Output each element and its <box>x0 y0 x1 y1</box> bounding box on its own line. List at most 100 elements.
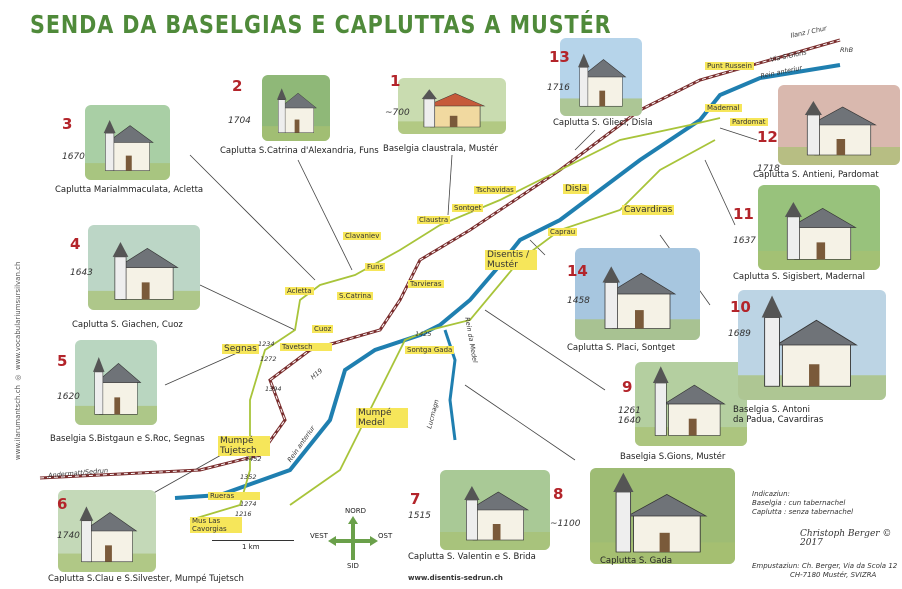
church-number: 7 <box>410 490 421 508</box>
scale-label: 1 km <box>242 543 260 551</box>
church-year: 1740 <box>57 531 80 541</box>
legend: Indicaziun: Baselgia : cun tabernachel C… <box>752 490 853 517</box>
place-label[interactable]: Sontget <box>452 204 484 212</box>
church-icon <box>398 89 506 134</box>
place-label[interactable]: Segnas <box>222 344 259 354</box>
place-label[interactable]: Clavaniev <box>343 232 382 240</box>
church-caption: Caplutta S. Valentin e S. Brida <box>408 552 536 562</box>
church-icon <box>88 242 200 310</box>
compass-rose: NORD SID OST VEST <box>310 507 392 570</box>
church-icon <box>590 472 735 564</box>
church-illustration <box>560 38 642 116</box>
church-number: 13 <box>549 48 570 66</box>
compass-west: VEST <box>310 532 328 540</box>
church-year: ~700 <box>385 108 410 118</box>
church-icon <box>778 101 900 165</box>
church-illustration <box>758 185 880 270</box>
church-year: 1261 1640 <box>618 406 641 426</box>
church-icon <box>440 486 550 550</box>
church-icon <box>635 366 747 446</box>
church-caption: Caplutta S. Placi, Sontget <box>567 343 676 353</box>
church-year: 1637 <box>733 236 756 246</box>
church-icon <box>262 88 330 141</box>
church-year: 1718 <box>757 164 780 174</box>
church-caption: Caplutta S. Antieni, Pardomat <box>753 170 879 180</box>
church-illustration <box>75 340 157 425</box>
place-label[interactable]: Cuoz <box>312 325 334 333</box>
church-caption: Caplutta S. Sigisbert, Madernal <box>733 272 865 282</box>
place-label[interactable]: Madernal <box>705 104 742 112</box>
church-number: 1 <box>390 72 401 90</box>
church-number: 3 <box>62 115 73 133</box>
church-illustration <box>440 470 550 550</box>
church-illustration <box>58 490 156 572</box>
place-label[interactable]: Cavardiras <box>622 205 675 215</box>
church-number: 8 <box>553 485 564 503</box>
place-label[interactable]: Pardomat <box>730 118 768 126</box>
church-number: 4 <box>70 235 81 253</box>
legend-baselgia: Baselgia : cun tabernachel <box>752 499 846 507</box>
church-illustration <box>398 78 506 134</box>
compass-south: SID <box>347 562 359 570</box>
place-label[interactable]: S.Catrina <box>337 292 374 300</box>
church-year: 1704 <box>228 116 251 126</box>
church-illustration <box>738 290 886 400</box>
church-caption: Baselgia S.Bistgaun e S.Roc, Segnas <box>50 434 205 444</box>
publisher-info: Empustaziun: Ch. Berger, Via da Scola 12… <box>752 562 897 580</box>
place-label[interactable]: Acletta <box>285 287 314 295</box>
church-caption: Baselgia S. Antoni da Padua, Cavardiras <box>733 405 824 425</box>
map-annotation: 1216 <box>235 510 252 518</box>
map-annotation: 1452 <box>245 455 262 463</box>
church-illustration <box>85 105 170 180</box>
place-label[interactable]: Tavetsch <box>280 343 332 351</box>
place-label[interactable]: Mumpé Medel <box>356 408 408 428</box>
church-illustration <box>590 468 735 564</box>
publisher-line-2: CH-7180 Mustér, SVIZRA <box>790 571 877 579</box>
church-year: 1670 <box>62 152 85 162</box>
place-label[interactable]: Disla <box>563 184 590 194</box>
place-label[interactable]: Disentis / Mustér <box>485 250 537 270</box>
place-label[interactable]: Claustra <box>417 216 451 224</box>
church-year: 1515 <box>408 511 431 521</box>
church-caption: Caplutta S. Glieci, Disla <box>553 118 653 128</box>
church-caption: Baselgia S.Gions, Mustér <box>620 452 726 462</box>
place-label[interactable]: Mus Las Cavorgias <box>190 517 242 533</box>
legend-title: Indicaziun: <box>752 490 790 498</box>
map-annotation: 1274 <box>240 500 257 508</box>
website-link[interactable]: www.disentis-sedrun.ch <box>408 574 503 582</box>
church-year: 1689 <box>728 329 751 339</box>
church-caption: Caplutta S. Giachen, Cuoz <box>72 320 183 330</box>
map-annotation: 1272 <box>260 355 277 363</box>
map-title: SENDA DA BASELGIAS E CAPLUTTAS A MUSTÉR <box>30 10 612 39</box>
church-illustration <box>88 225 200 310</box>
church-year: ~1100 <box>550 519 581 529</box>
map-annotation: 1352 <box>240 473 257 481</box>
church-year: 1620 <box>57 392 80 402</box>
church-caption: Baselgia claustrala, Mustér <box>383 144 499 154</box>
scale-bar: 1 km <box>212 540 294 551</box>
map-annotation: 1394 <box>265 385 282 393</box>
church-illustration <box>635 362 747 446</box>
compass-east: OST <box>378 532 393 540</box>
place-label[interactable]: Tarvieras <box>408 280 444 288</box>
church-number: 12 <box>757 128 778 146</box>
church-caption: Caplutta S.Catrina d'Alexandria, Funs <box>220 146 379 156</box>
place-label[interactable]: Caprau <box>548 228 578 236</box>
church-caption: Caplutta MariaImmaculata, Acletta <box>55 185 204 195</box>
church-illustration <box>262 75 330 141</box>
map-annotation: 1425 <box>415 330 432 338</box>
place-label[interactable]: Punt Russein <box>705 62 754 70</box>
place-label[interactable]: Sontga Gada <box>405 346 455 354</box>
place-label[interactable]: Mumpé Tujetsch <box>218 436 270 456</box>
place-label[interactable]: Rueras <box>208 492 260 500</box>
place-label[interactable]: Funs <box>365 263 386 271</box>
church-number: 14 <box>567 262 588 280</box>
publisher-line-1: Empustaziun: Ch. Berger, Via da Scola 12 <box>752 562 898 570</box>
place-label[interactable]: Tschavidas <box>474 186 516 194</box>
church-number: 11 <box>733 205 754 223</box>
map-annotation: 1234 <box>258 340 275 348</box>
church-year: 1716 <box>547 83 570 93</box>
compass-north: NORD <box>345 507 366 515</box>
church-number: 2 <box>232 77 243 95</box>
church-icon <box>738 295 886 400</box>
